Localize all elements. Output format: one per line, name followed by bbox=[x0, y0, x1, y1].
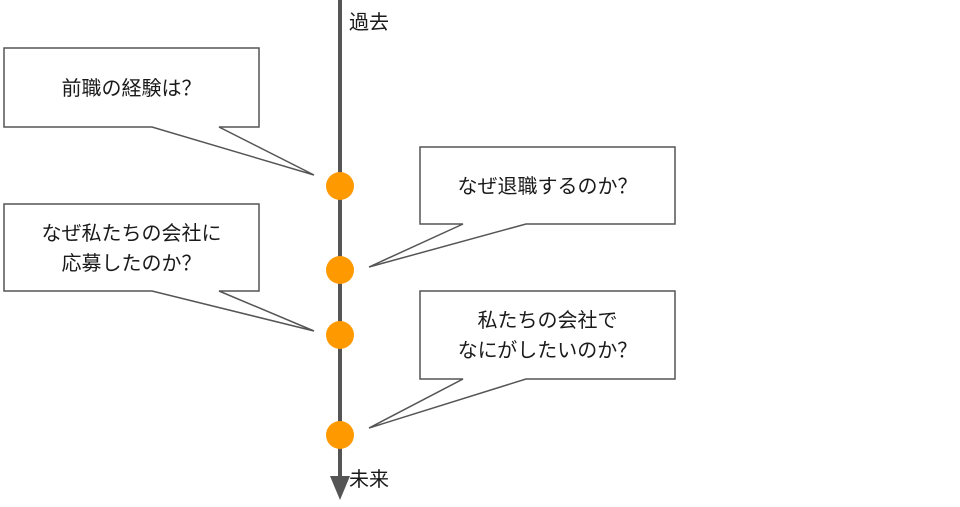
bubble-4-text: 私たちの会社で なにがしたいのか？ bbox=[420, 291, 675, 379]
speech-bubble-4 bbox=[368, 290, 676, 429]
speech-bubble-2 bbox=[368, 146, 676, 268]
timeline-bottom-label: 未来 bbox=[349, 467, 389, 491]
bubble-1-line-1: 前職の経験は？ bbox=[61, 75, 202, 100]
bubble-2-text: なぜ退職するのか？ bbox=[420, 147, 675, 224]
timeline-dot-4 bbox=[326, 421, 354, 449]
bubble-3-text: なぜ私たちの会社に 応募したのか？ bbox=[4, 204, 259, 291]
bubble-3-line-2: 応募したのか？ bbox=[61, 250, 202, 275]
speech-bubble-3 bbox=[3, 203, 315, 332]
timeline-arrow-icon bbox=[330, 476, 350, 500]
timeline-dot-2 bbox=[326, 256, 354, 284]
bubble-3-line-1: なぜ私たちの会社に bbox=[41, 220, 222, 245]
timeline-dot-3 bbox=[326, 321, 354, 349]
bubble-4-line-2: なにがしたいのか？ bbox=[457, 338, 638, 362]
timeline-top-label: 過去 bbox=[349, 10, 389, 34]
bubble-4-line-1: 私たちの会社で bbox=[477, 308, 618, 332]
bubble-2-line-1: なぜ退職するのか？ bbox=[457, 173, 638, 198]
bubble-1-text: 前職の経験は？ bbox=[4, 48, 259, 127]
timeline-dot-1 bbox=[326, 172, 354, 200]
speech-bubble-1 bbox=[3, 47, 315, 176]
